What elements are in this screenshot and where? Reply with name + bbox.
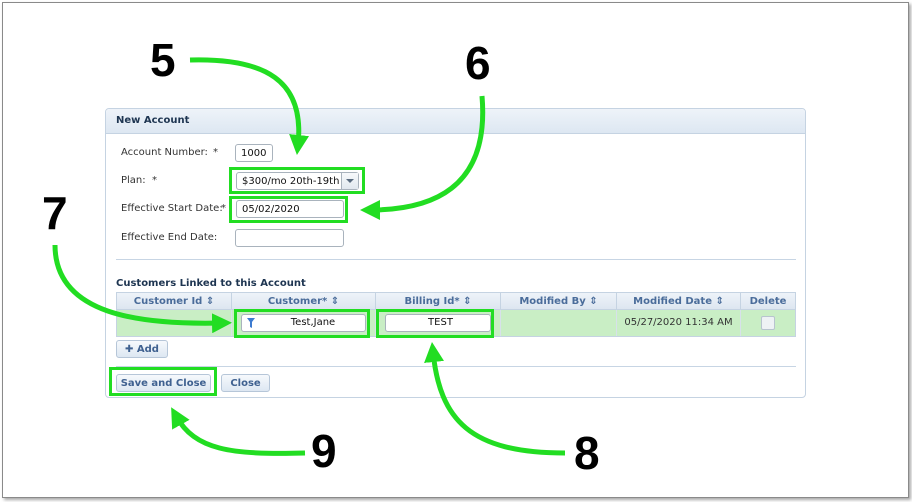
- new-account-panel: New Account Account Number: * 1000 Plan:…: [105, 108, 806, 398]
- callout-8: 8: [574, 427, 600, 479]
- col-modified-date[interactable]: Modified Date ⇕: [617, 293, 741, 311]
- col-customer-id[interactable]: Customer Id ⇕: [117, 293, 232, 311]
- plan-select-value: $300/mo 20th-19th: [242, 176, 340, 187]
- col-customer[interactable]: Customer* ⇕: [232, 293, 376, 311]
- callout-6: 6: [465, 37, 491, 89]
- arrow-8: [424, 342, 566, 456]
- end-date-input[interactable]: [235, 229, 344, 247]
- customer-value: Test,Jane: [290, 317, 336, 328]
- close-button[interactable]: Close: [221, 374, 270, 392]
- col-modified-by[interactable]: Modified By ⇕: [501, 293, 617, 311]
- highlight-save-close: [109, 367, 217, 396]
- end-date-label: Effective End Date:: [121, 232, 218, 243]
- footer-divider: [116, 366, 796, 367]
- plus-icon: ✚: [125, 344, 134, 355]
- save-and-close-button[interactable]: Save and Close: [116, 374, 211, 392]
- add-customer-button[interactable]: ✚ Add: [116, 340, 168, 358]
- callout-7: 7: [42, 187, 68, 239]
- arrow-7: [52, 244, 232, 334]
- sort-icon: ⇕: [463, 296, 472, 307]
- panel-header: New Account: [106, 109, 805, 134]
- sort-icon: ⇕: [589, 296, 598, 307]
- highlight-billing-id: [376, 309, 494, 338]
- panel-title: New Account: [116, 115, 190, 126]
- start-date-label: Effective Start Date:: [121, 203, 223, 214]
- account-number-label: Account Number:: [121, 147, 208, 158]
- sort-icon: ⇕: [715, 296, 724, 307]
- sort-icon: ⇕: [205, 296, 215, 307]
- plan-label: Plan:: [121, 175, 146, 186]
- highlight-plan: [229, 167, 365, 194]
- customers-grid-header: Customer Id ⇕ Customer* ⇕ Billing Id* ⇕ …: [116, 292, 796, 311]
- billing-id-input[interactable]: TEST: [385, 314, 491, 332]
- callout-5: 5: [150, 34, 176, 86]
- highlight-start-date: [229, 196, 348, 223]
- account-number-input[interactable]: 1000: [235, 144, 273, 162]
- filter-icon: [247, 318, 255, 328]
- sort-icon: ⇕: [330, 296, 340, 307]
- cell-billing-id: TEST: [376, 310, 501, 336]
- arrow-5: [189, 57, 310, 155]
- delete-checkbox[interactable]: [761, 316, 775, 330]
- section-divider: [116, 259, 796, 260]
- customers-section-title: Customers Linked to this Account: [116, 278, 306, 289]
- required-marker: *: [152, 175, 157, 186]
- customer-input[interactable]: Test,Jane: [241, 314, 366, 332]
- col-delete: Delete: [749, 296, 787, 307]
- arrow-9: [171, 407, 306, 456]
- cell-delete: [741, 310, 795, 336]
- highlight-customer: [234, 309, 370, 338]
- cell-modified-by: [501, 310, 617, 336]
- start-date-input[interactable]: 05/02/2020: [236, 200, 344, 218]
- callout-9: 9: [311, 425, 337, 477]
- add-label: Add: [136, 344, 159, 355]
- cell-customer: Test,Jane: [232, 310, 376, 336]
- required-marker: *: [221, 203, 226, 214]
- required-marker: *: [213, 147, 218, 158]
- chevron-down-icon: [346, 179, 354, 183]
- col-billing-id[interactable]: Billing Id* ⇕: [376, 293, 501, 311]
- plan-select[interactable]: $300/mo 20th-19th: [236, 172, 359, 190]
- arrow-6: [360, 95, 486, 220]
- dropdown-trigger[interactable]: [341, 173, 358, 189]
- cell-modified-date: 05/27/2020 11:34 AM: [617, 310, 741, 336]
